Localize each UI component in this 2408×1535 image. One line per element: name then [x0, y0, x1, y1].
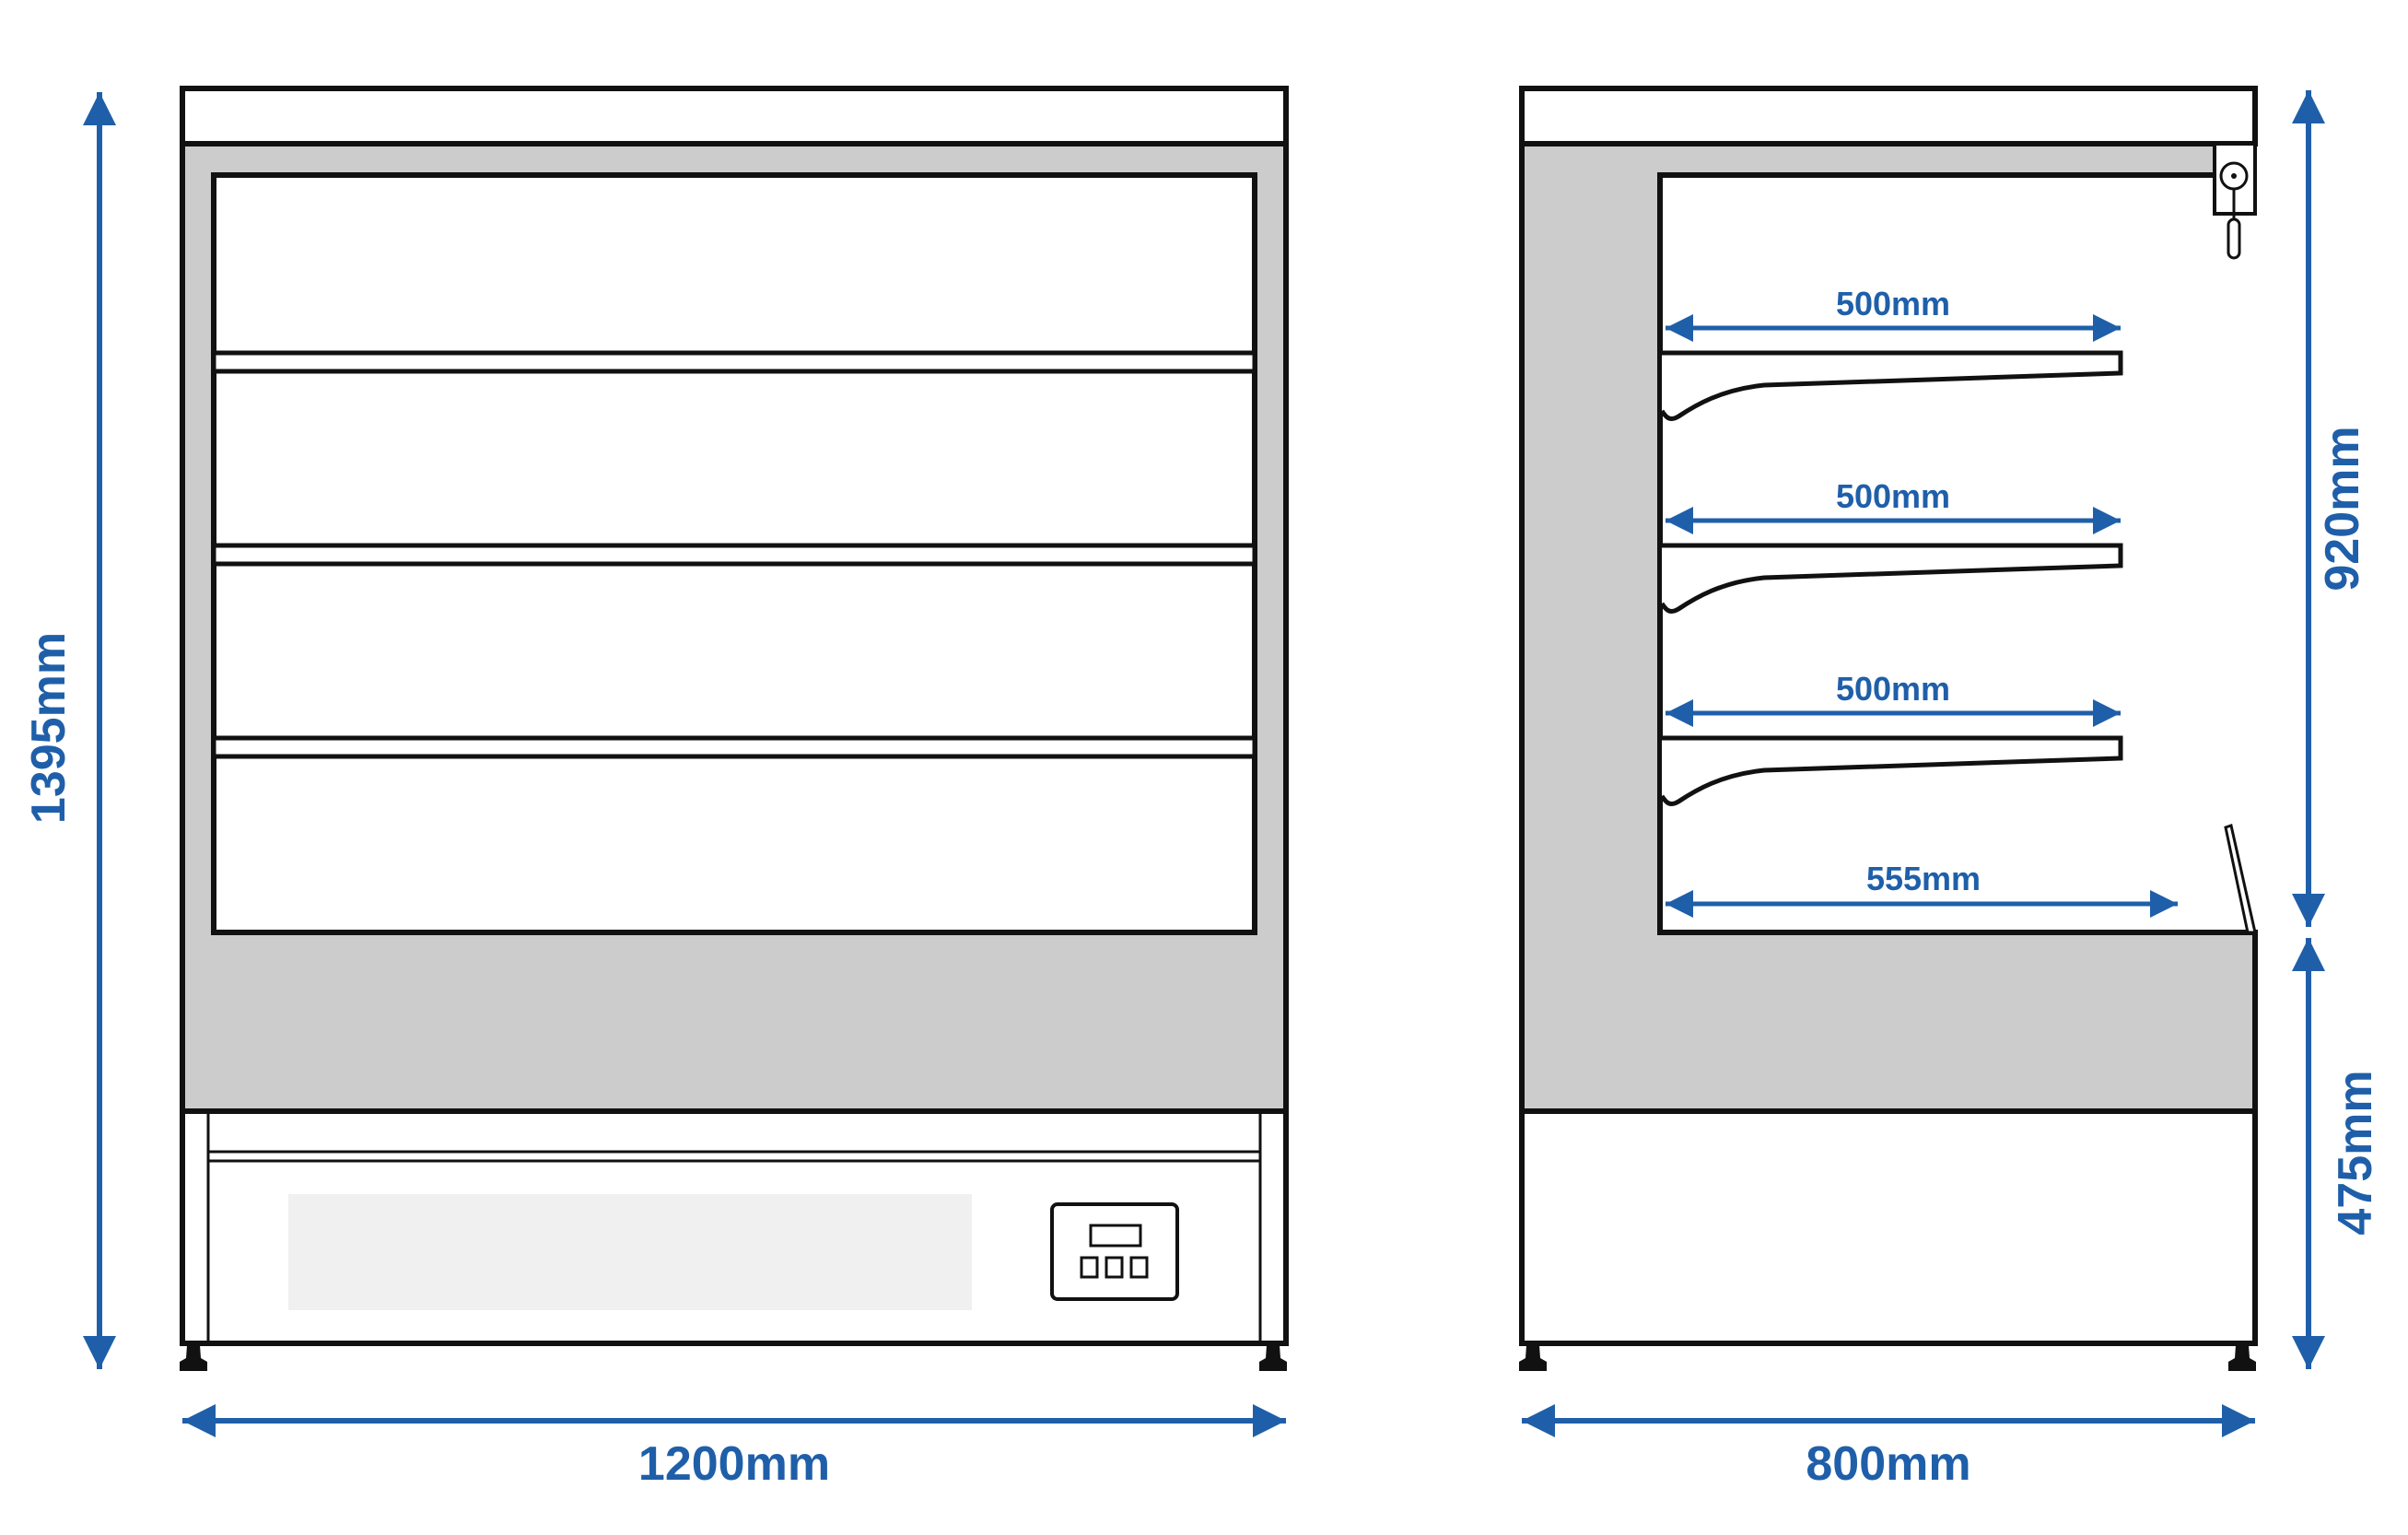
front-right-foot	[1259, 1345, 1287, 1371]
control-panel	[1050, 1202, 1179, 1301]
side-view: 500mm 500mm 500mm 555mm 920mm 475mm 800m…	[1519, 86, 2382, 1491]
front-feet	[180, 1345, 1287, 1371]
side-shelves	[1659, 350, 2123, 806]
side-shelf-3	[1659, 735, 2123, 806]
side-shelf-2	[1659, 543, 2123, 614]
total-height-label: 1395mm	[22, 632, 76, 824]
front-left-foot	[180, 1345, 207, 1371]
shelf-3-depth-label: 500mm	[1836, 670, 1950, 708]
side-top-cap	[1519, 86, 2258, 146]
roller-center	[2231, 173, 2237, 179]
front-shelf-3	[211, 735, 1257, 759]
front-shelf-2	[211, 543, 1257, 567]
roller-handle	[2227, 217, 2241, 260]
control-panel-box	[1050, 1202, 1179, 1301]
side-right-foot	[2228, 1345, 2256, 1371]
control-button-1	[1080, 1256, 1099, 1279]
side-left-foot	[1519, 1345, 1547, 1371]
base-depth-label: 555mm	[1866, 860, 1981, 897]
front-top-cap	[180, 86, 1289, 146]
shelf-2-depth-label: 500mm	[1836, 477, 1950, 515]
side-base-cabinet	[1519, 1108, 2258, 1346]
control-panel-display	[1089, 1224, 1142, 1248]
front-shelf-1	[211, 350, 1257, 374]
front-shelves	[211, 350, 1257, 759]
side-shelf-1	[1659, 350, 2123, 421]
front-view: 1395mm 1200mm	[22, 86, 1289, 1491]
front-width-label: 1200mm	[638, 1437, 830, 1491]
front-glass-panel	[2224, 824, 2257, 934]
night-blind-roller	[2213, 142, 2257, 260]
side-depth-label: 800mm	[1806, 1437, 1970, 1491]
front-vent-panel	[288, 1194, 972, 1310]
upper-height-label: 920mm	[2316, 426, 2369, 591]
control-button-3	[1129, 1256, 1149, 1279]
control-button-2	[1105, 1256, 1124, 1279]
shelf-1-depth-label: 500mm	[1836, 285, 1950, 322]
side-feet	[1519, 1345, 2256, 1371]
lower-height-label: 475mm	[2329, 1070, 2382, 1235]
